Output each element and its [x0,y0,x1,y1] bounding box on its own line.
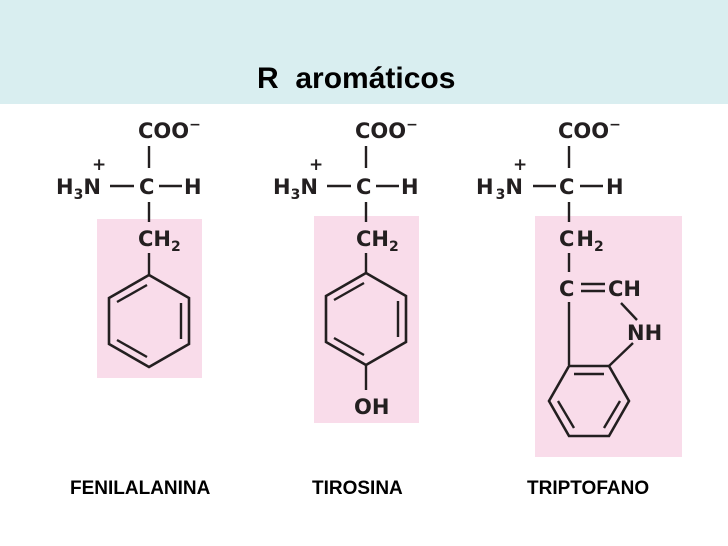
amino-group: H3N [56,175,101,203]
amino-group: H3N [273,175,318,203]
r-group-box-fenilalanina [97,219,202,378]
alpha-hydrogen: H [401,175,419,199]
structure-fenilalanina: COO− + H3N C H CH2 [56,117,202,369]
ring-double-bond [556,400,576,429]
alpha-carbon: C [356,175,371,199]
carboxyl-group: COO− [355,117,418,143]
bond-ch-nh [620,302,638,321]
alpha-hydrogen: H [606,175,624,199]
ring-double-bond [333,336,365,357]
label-tirosina: TIROSINA [312,478,403,499]
ring-double-bond [116,283,148,304]
benzene-ring [107,273,191,369]
carboxyl-group: COO− [558,117,621,143]
alpha-carbon: C [559,175,574,199]
ring-double-bond [602,400,622,429]
ring-double-bond [333,281,365,302]
ch2-group: CH2 [138,227,181,255]
vinyl-ch: CH [608,277,641,301]
ring-double-bond [116,338,148,359]
ch2-group: CH2 [356,227,399,255]
amino-charge: + [92,155,106,175]
structure-tirosina: COO− + H3N C H CH2 OH [273,117,419,419]
amino-charge: + [309,155,323,175]
hydroxyl-group: OH [354,395,389,419]
bond-nh-ring [608,342,634,367]
header-band [0,0,728,104]
carboxyl-group: COO− [138,117,201,143]
page-title: R aromáticos [257,62,456,95]
vinyl-carbon: C [559,277,574,301]
alpha-carbon: C [139,175,154,199]
label-triptofano: TRIPTOFANO [527,478,649,499]
label-fenilalanina: FENILALANINA [70,478,211,499]
alpha-hydrogen: H [184,175,202,199]
ch2-group: CH2 [559,227,604,255]
amino-charge: + [513,155,527,175]
indole-benzene-ring [547,364,631,438]
nh-group: NH [627,321,662,345]
